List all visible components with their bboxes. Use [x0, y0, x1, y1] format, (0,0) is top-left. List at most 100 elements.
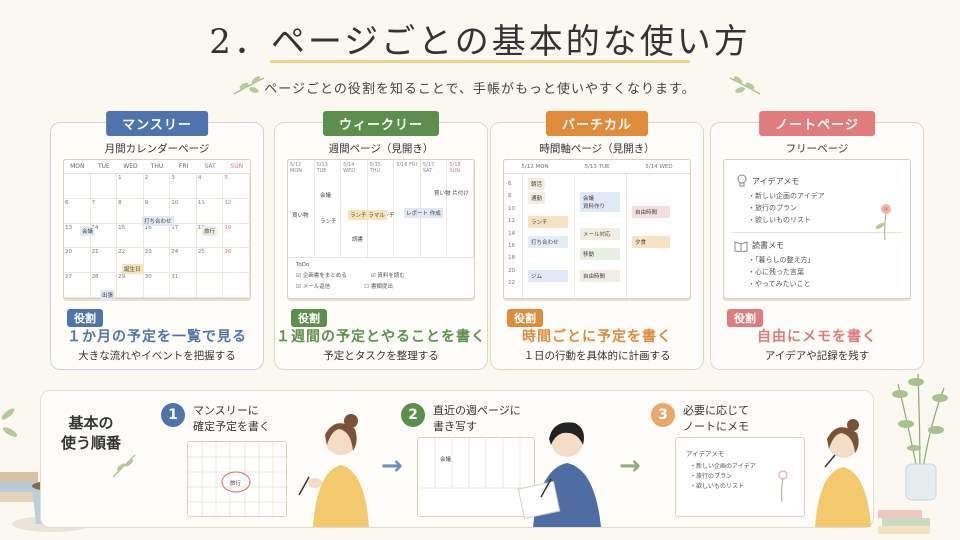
calendar-day-cell: 11 [196, 198, 224, 224]
calendar-day-cell: 24 [170, 248, 197, 274]
step-line: 直近の週ページに [433, 404, 521, 417]
weekly-columns: 5/12 MON 5/13 TUE 5/14 WED 5/15 THU 5/16… [288, 160, 475, 258]
weekly-event: 買い物 [292, 213, 309, 219]
role-main-text: １週間の予定とやることを書く [276, 329, 486, 345]
card-weekly: ウィークリー 週間ページ（見開き） 5/12 MON 5/13 TUE 5/14… [274, 111, 488, 370]
calendar-day-cell: 12 [223, 198, 250, 224]
step-line: マンスリーに [193, 404, 259, 417]
weekly-event: 読書 [352, 237, 364, 243]
day-label: 5/12 MON [521, 164, 549, 170]
weekday-column: 5/15 THU [368, 160, 395, 257]
calendar-day-cell [64, 174, 91, 199]
divider [732, 232, 902, 233]
vertical-day-header: 5/12 MON 5/13 TUE 5/14 WED [504, 160, 690, 174]
woman-thinking-illustration [815, 419, 871, 527]
calendar-day-cell [196, 273, 224, 298]
time-block: 会議 資料作り [580, 192, 620, 212]
weekly-event: 会議 [440, 457, 452, 463]
calendar-day-cell: 10 [170, 198, 197, 224]
role-description: アイデアや記録を残す [764, 350, 870, 362]
step-line: 確定予定を書く [193, 420, 270, 433]
todo-item: ☑ 資料を読む [370, 273, 405, 279]
calendar-event: 旅行 [202, 226, 218, 236]
weekday-label: FRI [178, 163, 189, 170]
calendar-day-cell: 20 [64, 248, 91, 274]
note-list: ・「暮らしの整え方」 ・心に残った言葉 ・やってみたいこと [748, 254, 815, 290]
day-label: 5/13 TUE [584, 164, 610, 170]
day-label: 5/17 SAT [422, 162, 435, 174]
step-number-1: 1 [161, 403, 185, 427]
calendar-day-cell: 3 [170, 174, 197, 199]
weekday-label: SUN [230, 163, 244, 170]
role-description: 予定とタスクを整理する [323, 350, 439, 362]
leaf-left-icon [233, 76, 265, 95]
note-item: ・欲しいものリスト [690, 483, 745, 490]
weekly-event: ランチ [320, 219, 337, 225]
calendar-day-cell: 7 [90, 198, 118, 224]
step-number-2: 2 [401, 403, 425, 427]
step-line: ノートにメモ [683, 420, 749, 433]
title-underline [270, 60, 690, 63]
weekday-label: SAT [204, 163, 216, 170]
flow-title: 基本の 使う順番 [61, 413, 121, 453]
time-block: 移動 [580, 248, 620, 260]
role-badge: 役割 [291, 309, 327, 327]
weekday-column: 5/18 SUN [447, 160, 475, 257]
calendar-day-cell: 4 [196, 174, 224, 199]
woman-writing-illustration [298, 414, 369, 527]
calendar-day-cell: 14 [90, 223, 118, 249]
note-section-title: アイデアメモ [686, 450, 725, 458]
card-subtitle: 週間ページ（見開き） [328, 143, 434, 155]
calendar-day-cell: 23 [143, 248, 171, 274]
day-label: 5/12 MON [290, 162, 302, 174]
time-block: 自由時間 [580, 270, 620, 282]
weekly-todo: ToDo ☑ 企画書をまとめる ☑ 資料を読む ☑ メール返信 ☐ 書類提出 [288, 258, 474, 294]
calendar-day-cell: 30 [143, 273, 171, 298]
step-text-3: 必要に応じて ノートにメモ [683, 403, 749, 435]
day-label: 5/13 TUE [316, 162, 328, 174]
note-list: ・新しい企画のアイデア ・旅行のプラン ・欲しいものリスト [748, 190, 825, 226]
calendar-day-cell: 6 [64, 198, 91, 224]
calendar-day-cell: 15 [117, 223, 144, 249]
calendar-day-cell: 18 [196, 223, 224, 249]
card-monthly: マンスリー 月間カレンダーページ MON TUE WED THU FRI SAT… [50, 111, 264, 370]
role-description: １日の行動を具体的に計画する [523, 350, 671, 362]
weekly-event: ランチ ラマル [348, 210, 387, 220]
weekday-column: 5/14 WED [341, 160, 368, 257]
note-section-title: 読書メモ [752, 241, 784, 250]
calendar-event: 誕生日 [122, 264, 143, 274]
flower-icon [875, 204, 891, 240]
calendar-day-cell [223, 273, 250, 298]
step-text-1: マンスリーに 確定予定を書く [193, 403, 270, 435]
calendar-day-cell: 17 [170, 223, 197, 249]
calendar-day-cell: 5 [223, 174, 250, 199]
role-badge: 役割 [507, 309, 543, 327]
card-subtitle: 時間軸ページ（見開き） [539, 143, 655, 155]
time-block: ジム [528, 270, 568, 282]
card-vertical: バーチカル 時間軸ページ（見開き） 5/12 MON 5/13 TUE 5/14… [490, 111, 704, 370]
plant-leaf-icon [1, 408, 18, 437]
day-divider [574, 174, 575, 298]
mini-weekly-grid [418, 438, 536, 489]
card-subtitle: 月間カレンダーページ [104, 143, 210, 155]
weekday-label: WED [123, 163, 138, 170]
time-block: 通勤 [528, 192, 546, 204]
card-tag-note: ノートページ [759, 111, 875, 136]
calendar-event: 出張 [100, 290, 116, 300]
role-main-text: 時間ごとに予定を書く [522, 329, 672, 345]
book-icon [734, 241, 748, 252]
weekly-event: レポート 作成 [404, 208, 443, 218]
calendar-grid: 1234567891011121314151617181920212223242… [64, 174, 250, 298]
calendar-event: 旅行 [230, 481, 242, 487]
leaf-right-icon [729, 76, 761, 95]
calendar-day-cell: 2 [143, 174, 171, 199]
note-item: ・新しい企画のアイデア [690, 463, 756, 470]
flow-title-line: 使う順番 [61, 434, 122, 452]
card-note: ノートページ フリーページ アイデアメモ ・新しい企画のアイデア ・旅行のプラン… [710, 111, 924, 370]
step-3-note-mock: アイデアメモ ・新しい企画のアイデア ・旅行のプラン ・欲しいものリスト [675, 437, 805, 517]
todo-item: ☑ 企画書をまとめる [296, 273, 347, 279]
step-line: 必要に応じて [683, 404, 749, 417]
time-block: 自由時間 [632, 206, 670, 218]
calendar-event: 打ち合わせ [142, 216, 174, 226]
